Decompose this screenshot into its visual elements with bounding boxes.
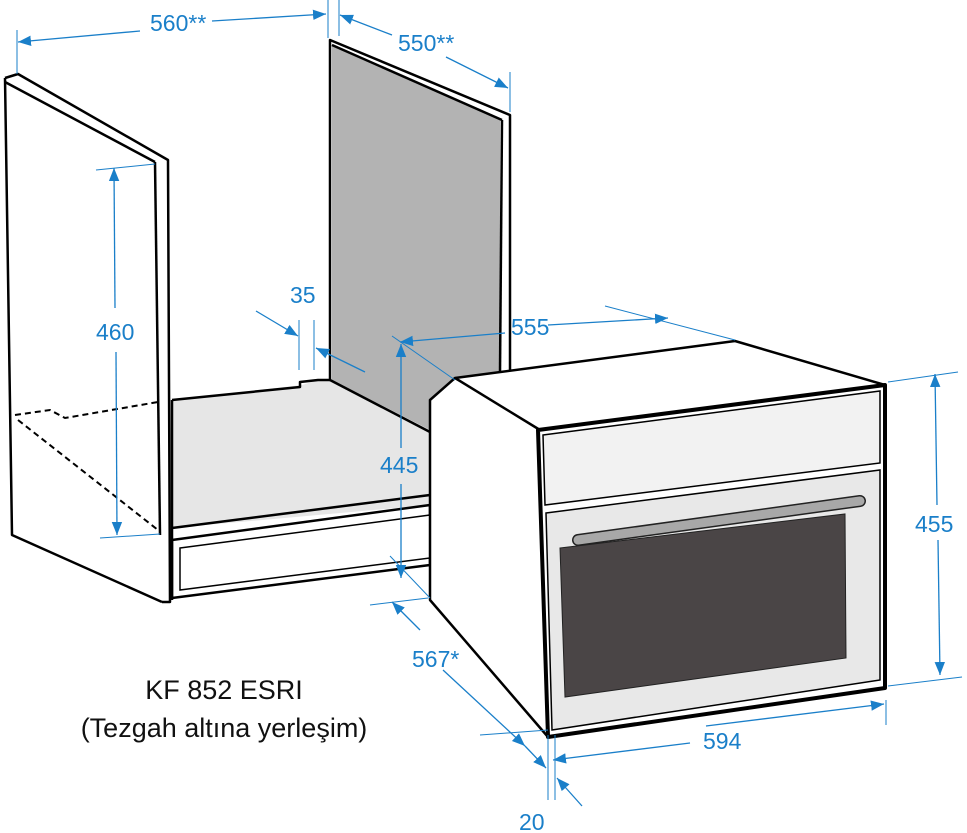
dim-back-gap: 35: [290, 282, 316, 308]
dim-cabinet-width: 560**: [150, 10, 206, 36]
oven-control-panel: [542, 390, 881, 506]
dim-oven-depth: 567*: [412, 646, 459, 672]
dim-oven-front-width: 594: [703, 728, 742, 754]
dim-oven-front-height: 455: [915, 511, 953, 537]
model-subtitle: (Tezgah altına yerleşim): [81, 713, 368, 743]
dim-cabinet-height: 460: [96, 319, 134, 345]
right-panel-edge: [328, 38, 512, 380]
cabinet-floor: [172, 370, 430, 528]
cabinet: [3, 38, 512, 604]
dim-oven-body-height: 445: [380, 452, 418, 478]
oven: [428, 339, 887, 739]
dim-front-thickness: 20: [519, 809, 545, 833]
dimension-lines: [16, 0, 963, 807]
dim-oven-depth-top: 555: [511, 314, 549, 340]
dim-cabinet-depth: 550**: [398, 30, 454, 56]
model-title: KF 852 ESRI: [145, 675, 303, 705]
cabinet-back-panel: [332, 45, 500, 430]
hidden-shelf-line: [14, 401, 159, 420]
oven-window: [559, 513, 847, 698]
cabinet-left-panel: [5, 74, 168, 602]
